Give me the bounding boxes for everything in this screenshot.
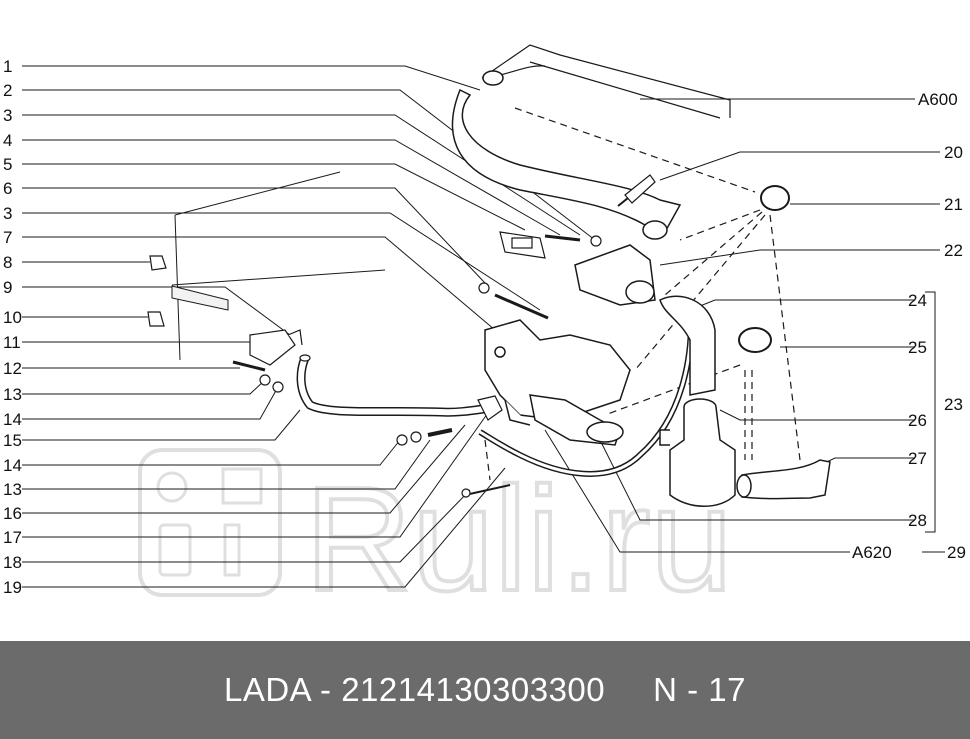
callout: 13	[3, 480, 22, 499]
callout: 1	[3, 57, 12, 76]
callout: A600	[918, 90, 958, 109]
callout: 5	[3, 155, 12, 174]
callout: 14	[3, 410, 22, 429]
engine-block-outline	[171, 171, 386, 361]
small-parts	[147, 231, 602, 498]
callout: 12	[3, 359, 22, 378]
watermark: Ruli.ru	[138, 448, 735, 624]
callout: 20	[944, 143, 963, 162]
callout: 17	[3, 528, 22, 547]
hose-24	[659, 295, 716, 396]
pipe-15	[296, 354, 503, 421]
callout: 23	[944, 395, 963, 414]
callout: 24	[908, 291, 927, 310]
callout: 28	[908, 511, 927, 530]
callout: 21	[944, 195, 963, 214]
watermark-text: Ruli.ru	[305, 457, 733, 622]
parts-diagram: Ruli.ru	[3, 44, 966, 624]
footer-bar: LADA - 21214130303300 N - 17	[0, 641, 970, 739]
leader-lines-right	[544, 98, 945, 553]
part-number: LADA - 21214130303300	[223, 671, 606, 708]
sensor	[617, 174, 656, 207]
dashed-arrows	[484, 107, 801, 481]
hose-clamps	[738, 185, 790, 353]
callout: 16	[3, 504, 22, 523]
callout: A620	[852, 543, 892, 562]
callout: 2	[3, 81, 12, 100]
bypass-hose	[478, 299, 694, 477]
callout: 22	[944, 241, 963, 260]
upper-hose	[451, 70, 682, 240]
callout: 3	[3, 106, 12, 125]
callout: 14	[3, 456, 22, 475]
callout: 29	[947, 543, 966, 562]
callouts-right: A600 20 21 22 24 25 23 26 27 28 A620 29	[852, 90, 966, 562]
callout: 3	[3, 204, 12, 223]
callout: 18	[3, 553, 22, 572]
callout: 9	[3, 278, 12, 297]
callout: 25	[908, 338, 927, 357]
callout: 7	[3, 228, 12, 247]
callout: 10	[3, 308, 22, 327]
callout: 6	[3, 179, 12, 198]
callout: 15	[3, 431, 22, 450]
thermostat	[659, 398, 736, 507]
water-pump-assembly	[484, 244, 656, 446]
hose-27	[736, 459, 831, 500]
leader-lines	[22, 65, 596, 588]
callout: 13	[3, 385, 22, 404]
page-reference: N - 17	[653, 671, 747, 708]
callout: 4	[3, 131, 12, 150]
callouts-left: 1 2 3 4 5 6 3 7 8 9 10 11 12 13 14 15 14…	[3, 57, 22, 597]
callout: 19	[3, 578, 22, 597]
callout: 11	[3, 333, 21, 352]
callout: 27	[908, 449, 927, 468]
radiator-top	[481, 44, 731, 119]
callout: 26	[908, 411, 927, 430]
callout: 8	[3, 253, 12, 272]
